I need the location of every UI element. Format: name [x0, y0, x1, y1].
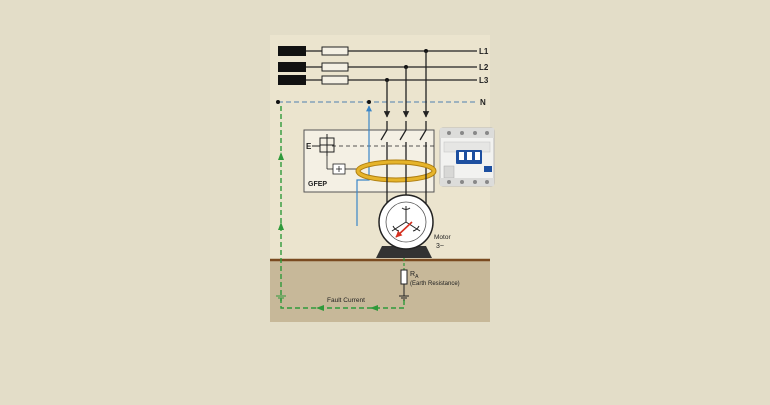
breaker-device-photo: [439, 127, 495, 187]
signal-wire: [356, 105, 372, 226]
fuses: [321, 46, 349, 85]
source-ground-icon: [276, 295, 286, 301]
contact-l3: [380, 121, 388, 170]
earth-resistance-label: (Earth Resistance): [410, 281, 460, 287]
fuse-l3: [321, 75, 349, 85]
phase-label-l3: L3: [479, 76, 489, 85]
relay-label: GFEP: [308, 181, 327, 188]
motor-label: Motor: [434, 234, 451, 241]
relay-terminal-label: E: [306, 142, 312, 151]
contact-l2: [399, 121, 407, 170]
source-block-l2: [278, 62, 306, 72]
motor-base: [376, 246, 432, 258]
fuse-l2: [321, 62, 349, 72]
breaker-contacts: [380, 121, 427, 170]
motor: [376, 194, 434, 258]
fuse-l1: [321, 46, 349, 56]
earth-resistance-symbol: RA: [410, 271, 419, 280]
supply-sources: [278, 46, 306, 85]
toroid-ct: [356, 160, 436, 182]
earth-resistor: [400, 269, 408, 285]
neutral-label: N: [480, 98, 486, 107]
motor-phase-label: 3~: [436, 243, 444, 250]
winding-star: [391, 206, 421, 232]
phase-label-l2: L2: [479, 63, 489, 72]
phase-label-l1: L1: [479, 47, 489, 56]
source-block-l1: [278, 46, 306, 56]
fault-current-path: [280, 106, 405, 309]
source-block-l3: [278, 75, 306, 85]
fault-arrow-icon: [395, 221, 413, 238]
fault-current-label: Fault Current: [327, 297, 365, 304]
fault-path-arrows: [278, 152, 378, 311]
soil-area: [270, 260, 490, 322]
feeder-lines: [383, 51, 430, 118]
junction-neutral-signal: [367, 100, 371, 104]
junction-neutral-earth: [276, 100, 280, 104]
